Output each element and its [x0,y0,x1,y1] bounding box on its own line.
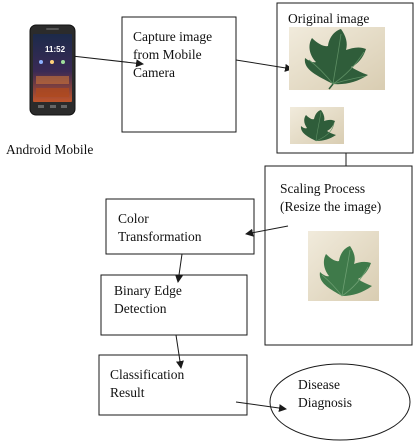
capture-label: Capture image from Mobile Camera [133,28,212,82]
color-transformation-label: Color Transformation [118,210,202,246]
classification-label: Classification Result [110,366,184,402]
arrow-capture-to-original [236,60,292,69]
arrow-color-to-binary [178,254,182,282]
scaling-label: Scaling Process (Resize the image) [280,180,381,216]
original-leaf-image-large [289,27,385,90]
android-phone-icon: 11:52 [30,25,75,115]
arrow-binary-to-classification [176,335,181,368]
phone-clock: 11:52 [45,45,66,54]
binary-edge-label: Binary Edge Detection [114,282,182,318]
original-image-label: Original image [288,10,369,28]
android-mobile-caption: Android Mobile [6,142,93,158]
original-leaf-image-small [290,107,344,144]
resized-leaf-image [308,231,379,301]
arrow-scaling-to-color [246,226,288,234]
disease-diagnosis-label: Disease Diagnosis [298,376,352,412]
arrow-classification-to-diagnosis [236,402,286,409]
